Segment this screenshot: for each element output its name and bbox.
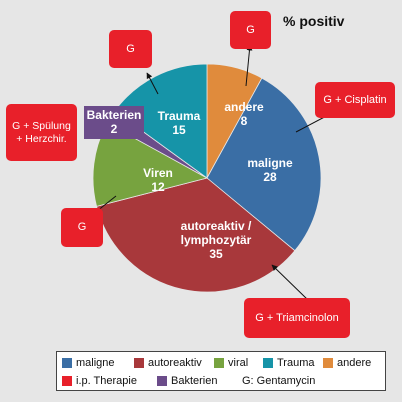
therapy-box-autoreaktiv: G + Triamcinolon [244,298,350,338]
legend-item-gentamycin: G: Gentamycin [242,375,315,387]
pie-slices [92,63,322,293]
legend-label-andere: andere [337,357,372,369]
legend-item-viral: viral [214,357,248,369]
legend-item-autoreaktiv: autoreaktiv [134,357,202,369]
legend-swatch-therapie [62,376,72,386]
legend: maligne autoreaktiv viral Trauma andere … [56,351,386,391]
therapy-box-viren: G [61,208,103,247]
legend-label-gentamycin: G: Gentamycin [242,375,316,387]
pie-slice-1 [206,77,322,252]
legend-item-bakterien: Bakterien [157,375,217,387]
legend-item-maligne: maligne [62,357,115,369]
legend-label-therapie: i.p. Therapie [76,375,137,387]
legend-swatch-autoreaktiv [134,358,144,368]
legend-swatch-viral [214,358,224,368]
therapy-box-bakterien: G + Spülung + Herzchir. [6,104,77,161]
pie-slice-2 [96,177,296,293]
arrow-trauma [146,72,159,95]
therapy-box-maligne: G + Cisplatin [315,82,395,118]
legend-swatch-bakterien [157,376,167,386]
legend-label-viral: viral [228,357,249,369]
legend-swatch-maligne [62,358,72,368]
legend-item-therapie: i.p. Therapie [62,375,137,387]
bakterien-label-box [84,106,144,139]
legend-item-trauma: Trauma [263,357,315,369]
chart-title: % positiv [283,13,345,29]
therapy-box-trauma: G [109,30,152,68]
arrow-andere [245,44,253,87]
arrow-autoreaktiv [271,264,309,301]
pie-slice-5 [114,63,208,179]
legend-swatch-trauma [263,358,273,368]
legend-swatch-andere [323,358,333,368]
legend-label-bakterien: Bakterien [171,375,218,387]
legend-label-autoreaktiv: autoreaktiv [148,357,202,369]
legend-label-trauma: Trauma [277,357,315,369]
legend-item-andere: andere [323,357,371,369]
therapy-box-andere: G [230,11,271,49]
legend-label-maligne: maligne [76,357,115,369]
